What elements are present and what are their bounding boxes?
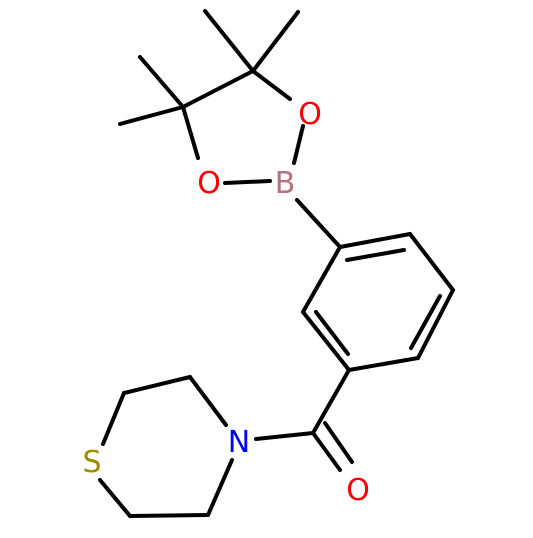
aryl-double-bond [345, 248, 406, 262]
methyl-bond [251, 10, 300, 73]
carbonyl-n-bond [254, 431, 315, 441]
methyl-bond [138, 55, 185, 109]
aryl-bond [338, 232, 412, 249]
ring-bond [101, 391, 126, 446]
aryl-bond [408, 232, 455, 292]
ring-o-b-bond [223, 179, 272, 185]
carbonyl-double-bond [311, 431, 342, 472]
aryl-double-bond [409, 294, 442, 350]
ring-bond [122, 375, 192, 395]
aryl-bond [301, 245, 342, 314]
oxygen-atom-label: O [197, 166, 221, 201]
ring-c-o-bond [181, 105, 200, 160]
sulfur-atom-label: S [82, 445, 101, 480]
atom-label-layer: O O B N S O [82, 97, 369, 508]
aryl-bond [301, 310, 351, 372]
oxygen-atom-label: O [346, 473, 370, 508]
aryl-carbonyl-bond [311, 368, 351, 435]
ring-bond [98, 478, 132, 518]
ring-c-c-bond [181, 69, 255, 109]
ring-bond [188, 375, 228, 427]
oxygen-atom-label: O [298, 97, 322, 132]
nitrogen-atom-label: N [228, 425, 250, 460]
aryl-bond [347, 356, 420, 372]
ring-c-o-bond [251, 69, 292, 101]
bond-layer [98, 9, 455, 518]
ring-bond [128, 513, 210, 518]
boron-atom-label: B [275, 166, 296, 201]
aryl-bond [416, 288, 455, 360]
methyl-bond [118, 105, 185, 126]
aryl-double-bond [314, 310, 350, 356]
ring-bond [206, 458, 234, 517]
boron-aryl-bond [295, 198, 342, 249]
methyl-bond [203, 9, 255, 73]
carbonyl-double-bond [323, 421, 354, 464]
ring-o-b-bond [292, 124, 305, 165]
